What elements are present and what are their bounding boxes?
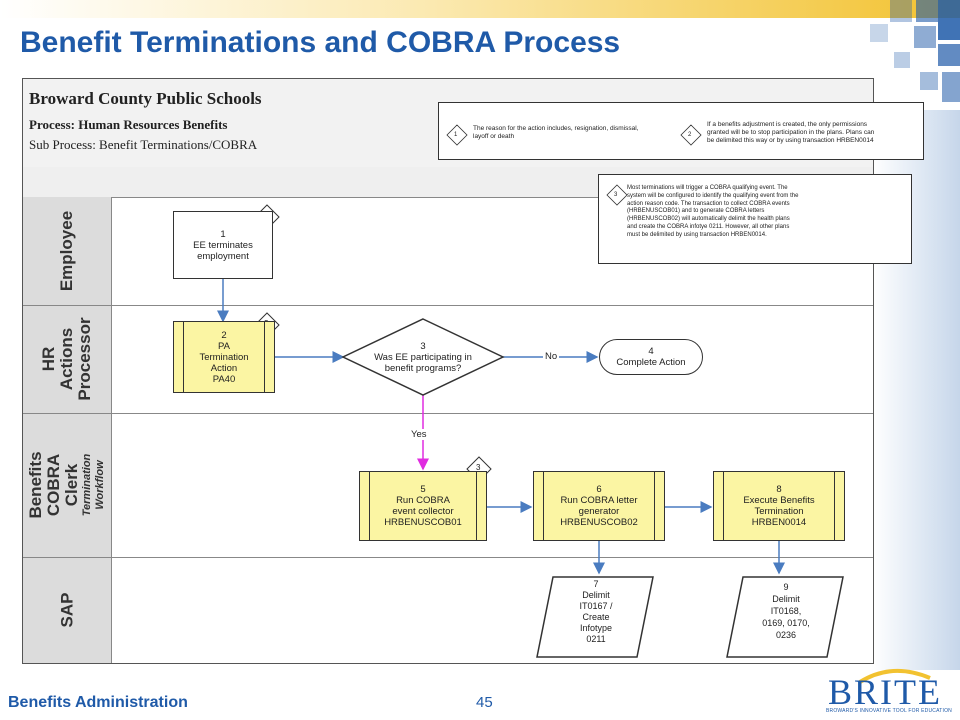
- step-3-text: 3 Was EE participating in benefit progra…: [374, 341, 472, 374]
- note-badge-2: 2: [688, 132, 692, 138]
- brite-logo: BRITE BROWARD'S INNOVATIVE TOOL FOR EDUC…: [820, 668, 956, 718]
- step-6-box: 6 Run COBRA letter generator HRBENUSCOB0…: [533, 471, 665, 541]
- header-process: Process: Human Resources Benefits: [29, 117, 228, 132]
- sun-arc-icon: [858, 668, 931, 684]
- header-org: Broward County Public Schools: [29, 89, 262, 108]
- label-no: No: [543, 351, 560, 362]
- header-subprocess: Sub Process: Benefit Terminations/COBRA: [29, 137, 258, 152]
- lane-employee: [23, 197, 873, 306]
- flow-connectors: [217, 204, 844, 658]
- note-3: Most terminations will trigger a COBRA q…: [627, 185, 799, 238]
- step-1-box: 1 EE terminates employment: [173, 211, 273, 279]
- logo-tagline: BROWARD'S INNOVATIVE TOOL FOR EDUCATION: [826, 708, 952, 714]
- note-badge-icons: [446, 124, 702, 146]
- data-shape-9: [726, 576, 844, 658]
- step-5-box: 5 Run COBRA event collector HRBENUSCOB01: [359, 471, 487, 541]
- process-diagram: Broward County Public Schools Process: H…: [22, 78, 874, 664]
- lane-hr-actions: [23, 305, 873, 414]
- page-number: 45: [476, 694, 493, 711]
- note-badge-3-icon: [606, 184, 628, 206]
- badge-3: 3: [476, 463, 481, 472]
- step-2-box: 2 PA Termination Action PA40: [173, 321, 275, 393]
- step-4-terminal: 4 Complete Action: [599, 339, 703, 375]
- lane-cobra-clerk: [23, 413, 873, 558]
- step-8-box: 8 Execute Benefits Termination HRBEN0014: [713, 471, 845, 541]
- note-1: The reason for the action includes, resi…: [473, 125, 639, 140]
- step-7-text: 7 Delimit IT0167 / Create Infotype 0211: [579, 579, 613, 644]
- footer-text: Benefits Administration: [8, 694, 188, 711]
- page-title: Benefit Terminations and COBRA Process: [20, 26, 621, 59]
- step-9-text: 9 Delimit IT0168, 0169, 0170, 0236: [762, 582, 810, 640]
- top-gradient-band: [0, 0, 960, 18]
- label-yes: Yes: [409, 429, 429, 440]
- note-badge-3: 3: [614, 192, 618, 198]
- note-box-top: 1 2 The reason for the action includes, …: [438, 102, 924, 160]
- decision-diamond-3: [341, 318, 505, 396]
- note-2: If a benefits adjustment is created, the…: [707, 121, 875, 144]
- data-shape-7: [536, 576, 654, 658]
- lane-label-column: [23, 197, 112, 663]
- logo-word: BRITE: [828, 672, 942, 712]
- note-box-3: 3 Most terminations will trigger a COBRA…: [598, 174, 912, 264]
- note-badge-1: 1: [454, 132, 458, 138]
- corner-decoration: [810, 0, 960, 120]
